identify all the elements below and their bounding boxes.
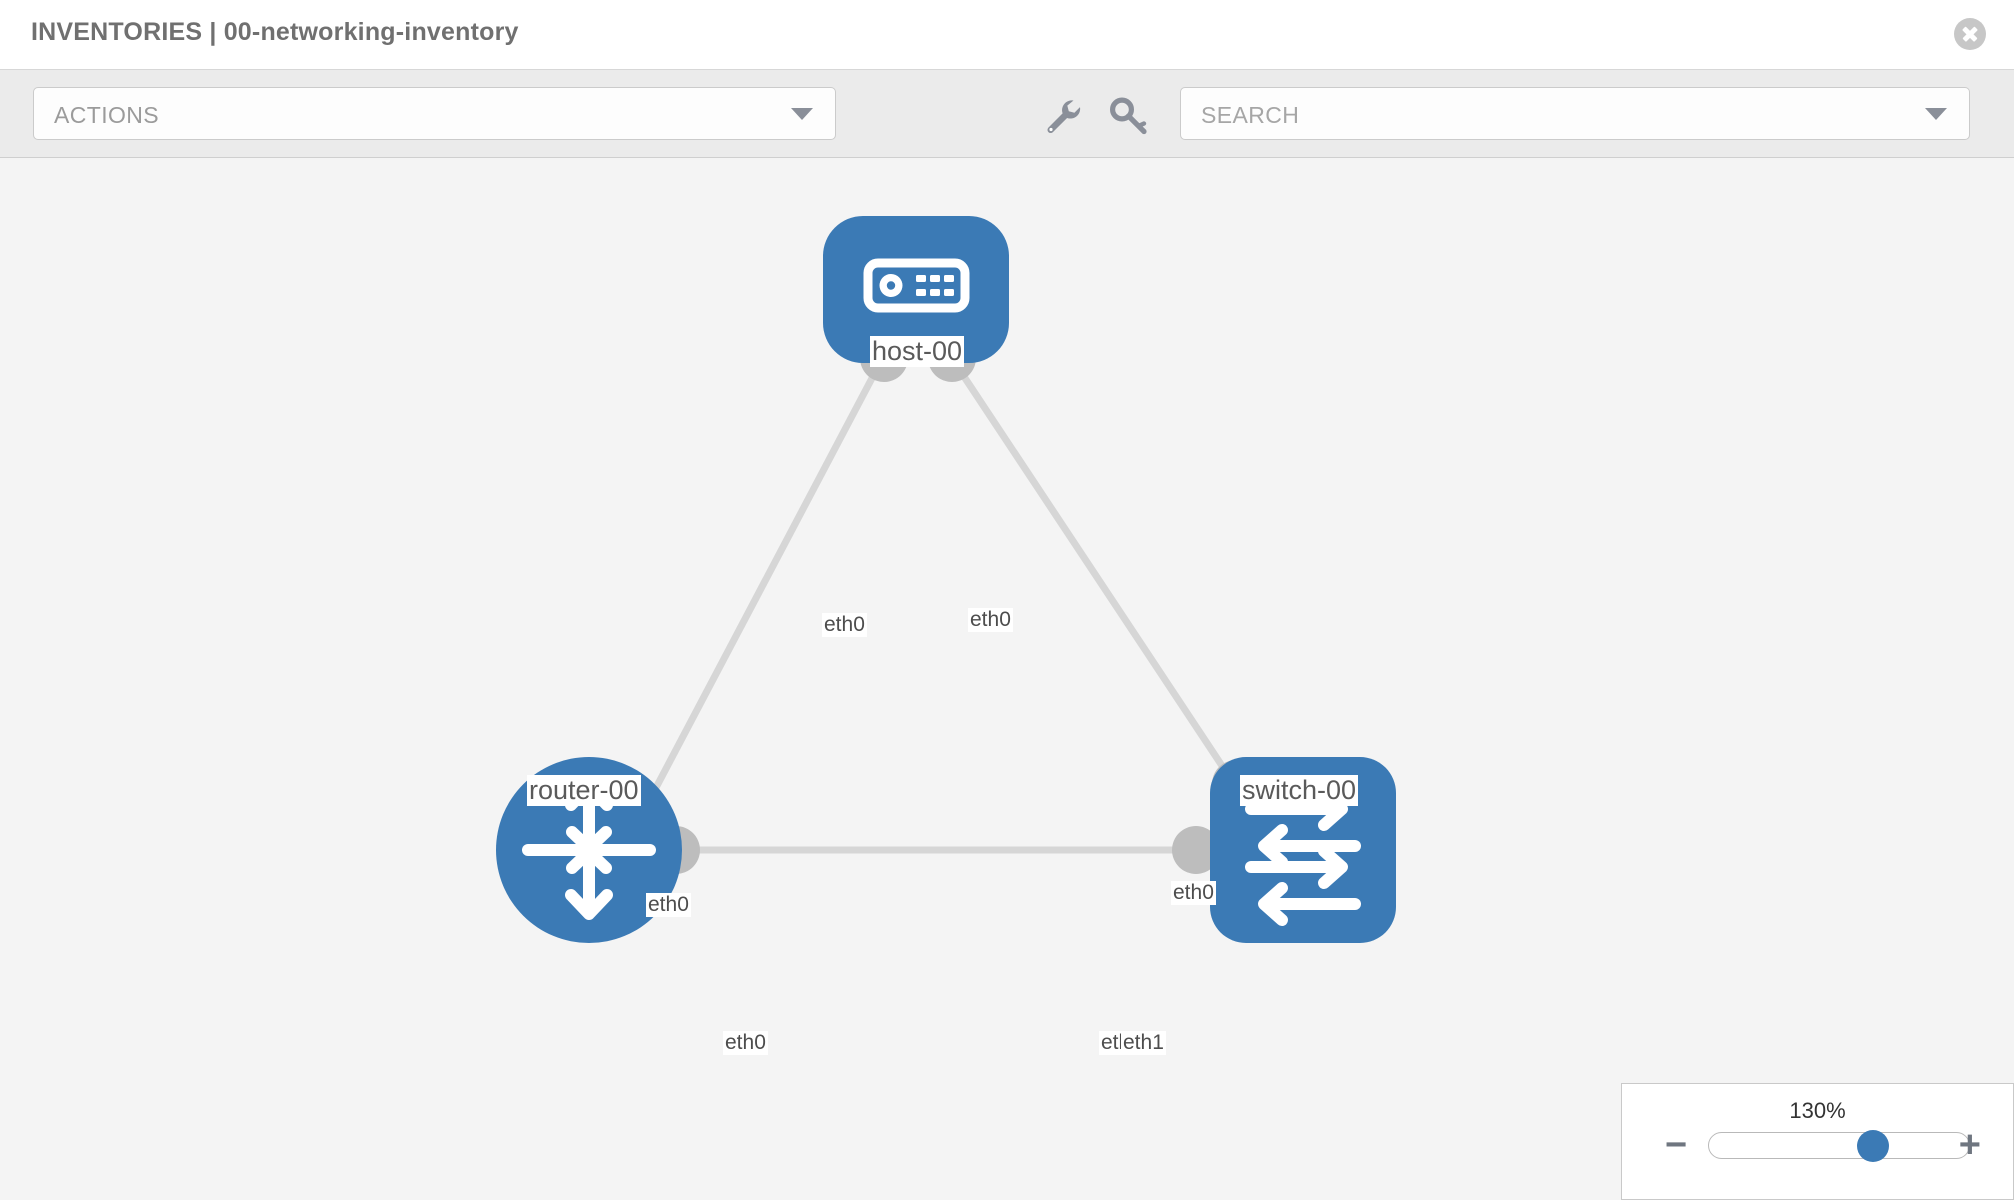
zoom-in-button[interactable]: + <box>1958 1124 1981 1166</box>
topology-graph <box>496 216 1396 943</box>
node-label-host-00: host-00 <box>870 336 965 367</box>
zoom-level-value: 130% <box>1789 1098 1846 1123</box>
key-icon[interactable] <box>1107 94 1149 136</box>
node-host-00[interactable] <box>823 216 1009 363</box>
server-icon <box>863 258 970 313</box>
node-label-router-00: router-00 <box>527 775 641 806</box>
key-icon-glyph <box>1110 97 1147 135</box>
edge-host-router <box>636 361 884 820</box>
zoom-control-panel: 130% − + <box>1621 1083 2014 1200</box>
edge-label-switch-up-eth0: eth0 <box>1171 881 1216 905</box>
edge-group <box>636 361 1253 854</box>
search-placeholder: SEARCH <box>1201 102 1300 128</box>
node-label-switch-00: switch-00 <box>1240 775 1359 806</box>
zoom-slider-track[interactable] <box>1708 1129 1970 1162</box>
close-circle-icon[interactable] <box>1954 18 1986 50</box>
zoom-slider-thumb[interactable] <box>1857 1129 1890 1162</box>
actions-dropdown-label: ACTIONS <box>54 102 160 128</box>
edge-label-host-left-eth0: eth0 <box>822 613 867 637</box>
edge-host-switch <box>952 361 1253 810</box>
edge-label-router-right-eth0: eth0 <box>723 1031 768 1055</box>
chevron-down-icon[interactable] <box>1925 107 1947 120</box>
search-input[interactable]: SEARCH <box>1180 87 1970 140</box>
edge-label-router-up-eth0: eth0 <box>646 893 691 917</box>
chevron-down-icon <box>791 107 813 120</box>
edge-label-switch-left-eth1: eth1 <box>1121 1031 1166 1055</box>
switch-arrows-icon <box>1252 794 1354 910</box>
actions-dropdown[interactable]: ACTIONS <box>33 87 836 140</box>
topology-canvas[interactable]: host-00 router-00 switch-00 eth0 eth0 et… <box>0 158 2014 1200</box>
app-header: INVENTORIES | 00-networking-inventory <box>0 0 2014 70</box>
wrench-icon-glyph <box>1047 100 1081 134</box>
edge-label-host-right-eth0: eth0 <box>968 608 1013 632</box>
connector-group <box>616 334 1260 874</box>
toolbar: ACTIONS SEARCH <box>0 70 2014 158</box>
wrench-icon[interactable] <box>1040 94 1082 136</box>
zoom-out-button[interactable]: − <box>1665 1124 1688 1166</box>
connector-switch-left <box>1172 826 1220 874</box>
page-title: INVENTORIES | 00-networking-inventory <box>31 18 519 46</box>
